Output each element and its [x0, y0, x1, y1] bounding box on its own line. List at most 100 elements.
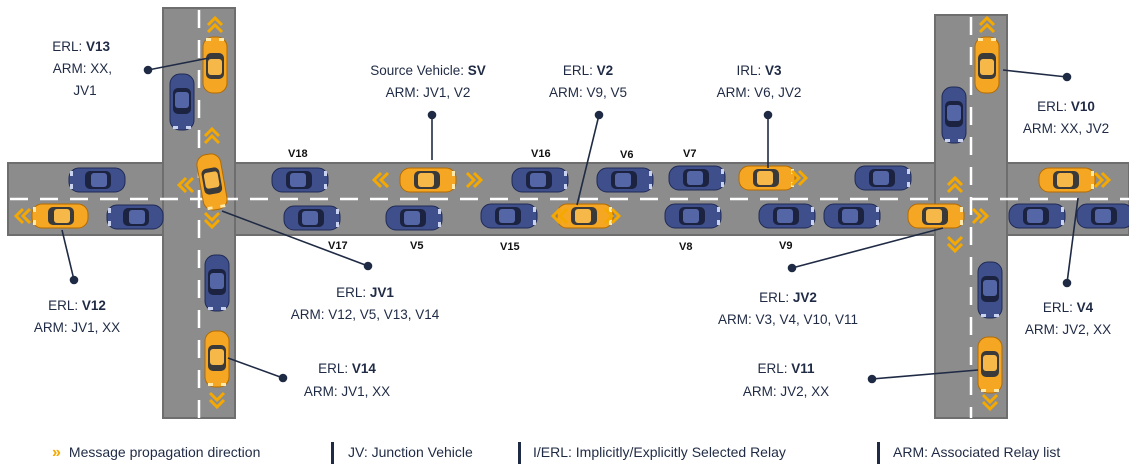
- svg-text:ARM: JV1, XX: ARM: JV1, XX: [304, 384, 390, 399]
- car-v6: [596, 167, 654, 193]
- car-v11: [977, 336, 1003, 394]
- car-v4: [1008, 203, 1066, 229]
- car-blue-h-4: [823, 203, 881, 229]
- chevron-up-icon: [203, 126, 221, 145]
- svg-text:ARM: V12, V5, V13, V14: ARM: V12, V5, V13, V14: [291, 307, 440, 322]
- car-v15: [480, 203, 538, 229]
- svg-text:ERL: V14: ERL: V14: [318, 361, 376, 376]
- chevron-up-icon: [206, 15, 224, 34]
- svg-text:ARM: JV1, V2: ARM: JV1, V2: [386, 85, 471, 100]
- callout-v2: ERL: V2 ARM: V9, V5: [549, 63, 627, 100]
- vehicle-labels: V18 V16 V6 V7 V17 V5 V15 V8 V9: [288, 148, 792, 253]
- label-v16: V16: [531, 148, 551, 160]
- car-blue-left-vertical-2: [204, 254, 230, 312]
- car-blue-right-vertical-1: [941, 86, 967, 144]
- svg-text:ERL: V12: ERL: V12: [48, 298, 106, 313]
- car-blue-h-3: [854, 165, 912, 191]
- car-v7: [668, 165, 726, 191]
- car-v16: [511, 167, 569, 193]
- chevron-left-icon: [550, 207, 569, 225]
- car-v3: [738, 165, 796, 191]
- callout-jv2: ERL: JV2 ARM: V3, V4, V10, V11: [718, 290, 858, 327]
- car-v17: [283, 205, 341, 231]
- chevron-up-icon: [978, 15, 996, 34]
- svg-text:ARM: XX,: ARM: XX,: [53, 61, 112, 76]
- callout-v10: ERL: V10 ARM: XX, JV2: [1023, 99, 1109, 136]
- legend-divider: [331, 442, 334, 464]
- legend: » Message propagation direction JV: Junct…: [0, 440, 1129, 471]
- svg-text:ARM: XX, JV2: ARM: XX, JV2: [1023, 121, 1109, 136]
- chevron-right-icon: [603, 207, 622, 225]
- chevron-down-icon: [946, 235, 964, 254]
- chevron-right-icon: [790, 169, 809, 187]
- label-v18: V18: [288, 148, 308, 160]
- svg-text:ERL: JV2: ERL: JV2: [759, 290, 817, 305]
- label-v15: V15: [500, 241, 520, 253]
- svg-text:Source Vehicle: SV: Source Vehicle: SV: [370, 63, 486, 78]
- car-v8: [664, 203, 722, 229]
- callout-v3: IRL: V3 ARM: V6, JV2: [717, 63, 802, 100]
- car-blue-left-vertical-1: [169, 73, 195, 131]
- chevron-down-icon: [981, 393, 999, 412]
- svg-text:ARM: V3, V4, V10, V11: ARM: V3, V4, V10, V11: [718, 312, 858, 327]
- svg-text:ERL: V13: ERL: V13: [52, 39, 110, 54]
- callout-connectors: [61, 57, 1079, 384]
- car-sv: [399, 167, 457, 193]
- legend-item-propagation: » Message propagation direction: [52, 444, 260, 462]
- svg-text:ERL: V2: ERL: V2: [563, 63, 613, 78]
- label-v9: V9: [779, 240, 792, 252]
- car-v5: [385, 205, 443, 231]
- svg-text:JV1: JV1: [73, 83, 96, 98]
- car-v14: [204, 330, 230, 388]
- legend-label-propagation: Message propagation direction: [68, 444, 261, 460]
- chevron-right-icon: [1093, 171, 1112, 189]
- callout-v11: ERL: V11 ARM: JV2, XX: [743, 361, 829, 399]
- label-v6: V6: [620, 149, 633, 161]
- callout-jv1: ERL: JV1 ARM: V12, V5, V13, V14: [291, 285, 440, 322]
- svg-text:ARM: JV2, XX: ARM: JV2, XX: [743, 384, 829, 399]
- svg-text:ARM: JV1, XX: ARM: JV1, XX: [34, 320, 120, 335]
- legend-divider: [518, 442, 521, 464]
- label-v17: V17: [328, 240, 348, 252]
- car-v2: [556, 203, 614, 229]
- legend-item-jv: JV: Junction Vehicle: [348, 444, 473, 460]
- callout-v14: ERL: V14 ARM: JV1, XX: [304, 361, 390, 399]
- svg-text:IRL: V3: IRL: V3: [736, 63, 782, 78]
- car-v12: [31, 203, 89, 229]
- svg-text:ERL: V4: ERL: V4: [1043, 300, 1094, 315]
- svg-text:ERL: V10: ERL: V10: [1037, 99, 1095, 114]
- propagation-arrows: [13, 15, 1112, 412]
- chevron-up-icon: [946, 175, 964, 194]
- legend-item-arm: ARM: Associated Relay list: [893, 444, 1061, 460]
- label-v7: V7: [683, 148, 696, 160]
- callout-source-vehicle: Source Vehicle: SV ARM: JV1, V2: [370, 63, 486, 100]
- chevron-right-icon: [465, 171, 484, 189]
- chevron-down-icon: [208, 391, 226, 410]
- double-chevron-right-icon: »: [52, 444, 61, 461]
- legend-item-erl: I/ERL: Implicitly/Explicitly Selected Re…: [533, 444, 786, 460]
- chevron-left-icon: [371, 171, 390, 189]
- label-v5: V5: [410, 240, 423, 252]
- svg-text:ARM: V6, JV2: ARM: V6, JV2: [717, 85, 802, 100]
- car-blue-h-5: [1076, 203, 1129, 229]
- callout-v12: ERL: V12 ARM: JV1, XX: [34, 298, 120, 335]
- chevron-down-icon: [203, 211, 221, 230]
- svg-text:ARM: V9, V5: ARM: V9, V5: [549, 85, 627, 100]
- callout-v4: ERL: V4 ARM: JV2, XX: [1025, 300, 1111, 337]
- car-v13: [202, 36, 228, 94]
- callout-v13: ERL: V13 ARM: XX, JV1: [52, 39, 112, 98]
- chevron-right-icon: [971, 207, 990, 225]
- car-blue-right-vertical-2: [977, 261, 1003, 319]
- label-v8: V8: [679, 241, 692, 253]
- chevron-left-icon: [176, 176, 195, 194]
- legend-divider: [877, 442, 880, 464]
- car-blue-h-1: [68, 167, 126, 193]
- car-v10: [1038, 167, 1096, 193]
- car-v9: [758, 203, 816, 229]
- svg-text:ARM: JV2, XX: ARM: JV2, XX: [1025, 322, 1111, 337]
- chevron-left-icon: [13, 207, 32, 225]
- car-jv2: [907, 203, 965, 229]
- car-v18: [271, 167, 329, 193]
- svg-text:ERL: V11: ERL: V11: [757, 361, 815, 376]
